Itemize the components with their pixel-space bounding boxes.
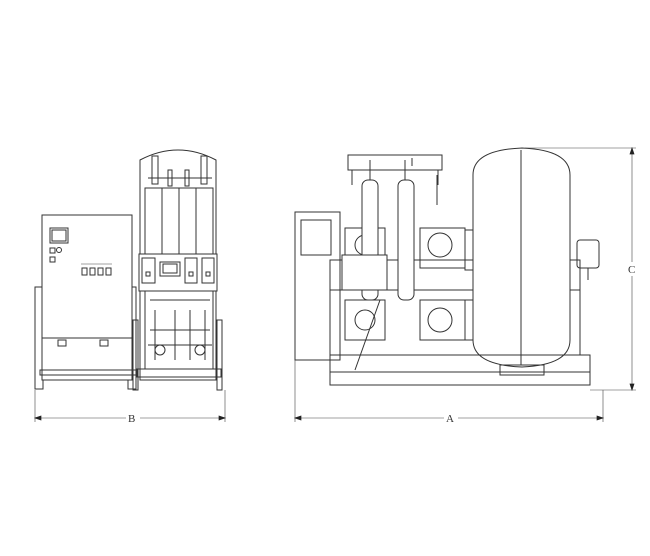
control-cabinet: [34, 214, 137, 390]
dimension-c: C: [525, 146, 636, 392]
front-view: B: [33, 149, 227, 425]
dimension-b: B: [33, 390, 227, 425]
base-skid: [329, 354, 591, 386]
control-cabinet-side: [294, 211, 341, 361]
dimension-label-c: C: [628, 264, 635, 276]
air-receiver-tank: [472, 147, 600, 376]
filter-towers: [341, 154, 443, 371]
hmi-screen: [49, 227, 69, 244]
dryer-towers: [132, 149, 223, 391]
switches: [81, 263, 112, 276]
dimension-label-b: B: [128, 413, 135, 425]
side-view: A C: [293, 146, 636, 425]
dimension-label-a: A: [446, 413, 454, 425]
dimension-a: A: [293, 360, 605, 425]
control-panel: [138, 253, 218, 292]
